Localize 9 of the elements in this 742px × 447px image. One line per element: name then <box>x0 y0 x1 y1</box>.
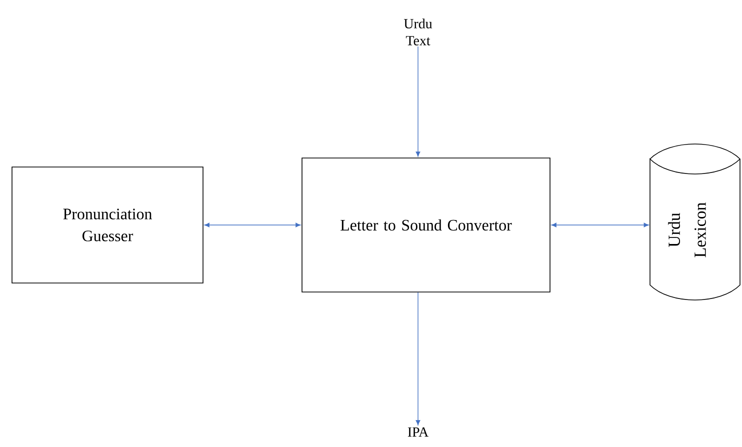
process-box: Letter to Sound Convertor <box>302 158 550 292</box>
text-label: IPA <box>408 427 428 437</box>
text-label: Urdu Text <box>404 18 432 46</box>
arrow <box>416 292 420 426</box>
arrow <box>204 222 301 228</box>
process-box: Pronunciation Guesser <box>12 166 204 284</box>
database-cylinder: Urdu Lexicon <box>650 144 740 300</box>
arrow <box>551 222 649 228</box>
arrow <box>416 46 420 157</box>
